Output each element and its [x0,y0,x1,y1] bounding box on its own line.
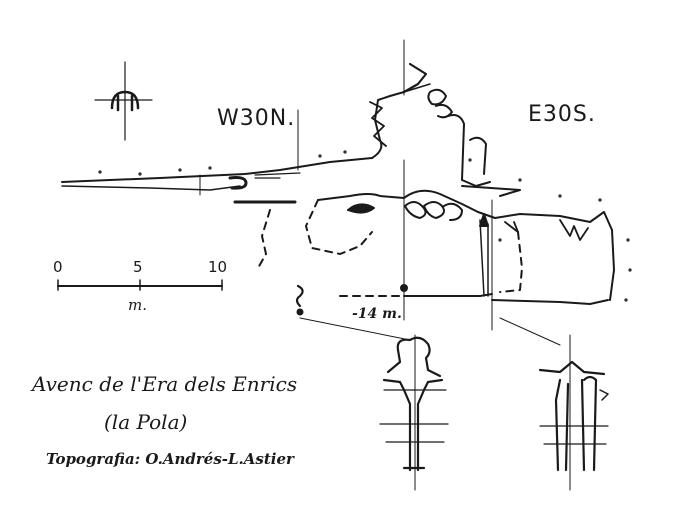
scale-tick-5: 5 [133,258,143,276]
surface-ground [61,157,373,204]
section-lines [199,39,571,491]
scale-unit-label: m. [128,296,147,314]
scale-bar [57,279,223,291]
orientation-west-label: W30N. [217,106,296,131]
entrance-shaft [369,62,521,197]
compass-symbol [94,61,153,141]
cross-section-center [379,336,449,472]
chamber-floor [403,213,615,305]
cave-name-title: Avenc de l'Era dels Enrics [32,372,298,396]
cross-section-right [538,360,609,472]
survey-credit: Topografia: O.Andrés-L.Astier [46,450,294,468]
cave-alias-subtitle: (la Pola) [104,410,188,434]
sediment-dots [98,150,632,302]
dashed-walls [257,199,523,297]
orientation-east-label: E30S. [528,102,596,127]
scale-tick-10: 10 [208,258,228,276]
depth-marker [295,284,408,316]
depth-label: -14 m. [352,306,402,322]
scale-tick-0: 0 [53,258,63,276]
chamber-roof [317,189,613,241]
